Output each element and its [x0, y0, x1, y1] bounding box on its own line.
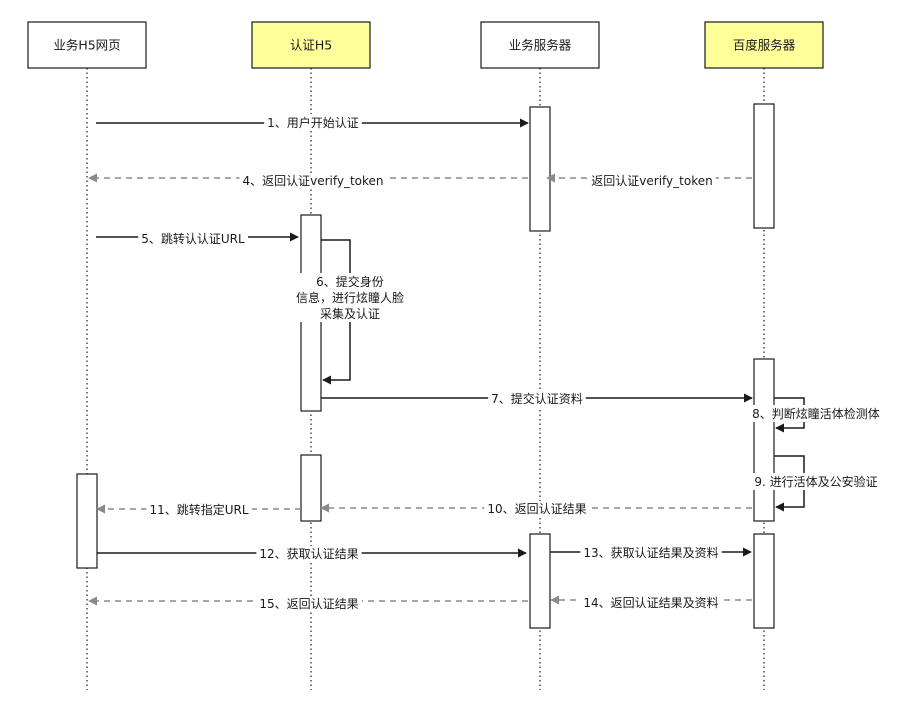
message-label: 6、提交身份信息，进行炫瞳人脸采集及认证 [296, 274, 404, 321]
message-label-bg [264, 114, 362, 131]
message-label-bg [256, 546, 362, 562]
participant-rect [480, 21, 600, 69]
message-label-group: 14、返回认证结果及资料 [580, 595, 722, 611]
message-label-group: 11、跳转指定URL [146, 501, 252, 518]
participant-rect [251, 21, 371, 69]
activation-bar [529, 106, 551, 232]
message-label-bg [588, 173, 716, 189]
message-label-bg [580, 595, 722, 611]
message-arrow: 13、获取认证结果及资料 [550, 545, 752, 561]
message-label: 11、跳转指定URL [149, 502, 248, 517]
message-label: 1、用户开始认证 [267, 115, 359, 130]
message-label-bg [292, 273, 408, 322]
message-label-group: 4、返回认证verify_token [239, 173, 387, 189]
message-label-group: 1、用户开始认证 [264, 114, 362, 131]
message-arrow: 7、提交认证资料 [321, 390, 753, 407]
participant-box: 业务服务器 [480, 21, 600, 69]
message-arrow: 8、判断炫瞳活体检测体 [749, 397, 883, 433]
message-label: 14、返回认证结果及资料 [583, 596, 718, 610]
participant-rect [27, 21, 147, 69]
message-label: 返回认证verify_token [591, 174, 712, 188]
message-label-group: 5、跳转认认证URL [138, 230, 249, 247]
participant-box: 百度服务器 [704, 21, 824, 69]
activation-bar [753, 103, 775, 229]
message-arrow: 5、跳转认认证URL [96, 230, 299, 247]
message-label-bg [751, 473, 881, 490]
message-label: 10、返回认证结果 [487, 502, 586, 516]
message-label: 5、跳转认认证URL [141, 231, 245, 246]
activation-bar [529, 533, 551, 629]
message-label: 13、获取认证结果及资料 [583, 546, 718, 560]
message-arrow: 10、返回认证结果 [320, 501, 752, 517]
participant-label: 业务H5网页 [53, 38, 120, 53]
message-label-group: 6、提交身份信息，进行炫瞳人脸采集及认证 [292, 273, 408, 322]
message-label-group: 15、返回认证结果 [256, 596, 362, 612]
message-arrow: 12、获取认证结果 [97, 546, 527, 562]
message-label-bg [749, 405, 883, 422]
participant-box: 认证H5 [251, 21, 371, 69]
message-label-bg [580, 545, 722, 561]
message-label-bg [488, 390, 586, 407]
message-arrow: 14、返回认证结果及资料 [550, 595, 752, 611]
message-arrow: 1、用户开始认证 [96, 114, 529, 131]
participant-rect [704, 21, 824, 69]
message-label: 4、返回认证verify_token [242, 174, 383, 188]
message-arrow: 6、提交身份信息，进行炫瞳人脸采集及认证 [292, 239, 408, 385]
activation-bar [753, 358, 775, 522]
message-label-bg [256, 596, 362, 612]
message-label-bg [138, 230, 249, 247]
message-label-group: 12、获取认证结果 [256, 546, 362, 562]
message-label-group: 7、提交认证资料 [488, 390, 586, 407]
message-label-bg [239, 173, 387, 189]
participant-label: 认证H5 [290, 38, 332, 53]
participant-label: 百度服务器 [733, 38, 796, 53]
message-label: 7、提交认证资料 [491, 391, 583, 406]
message-label: 9. 进行活体及公安验证 [754, 474, 877, 489]
message-arrow: 返回认证verify_token [546, 173, 752, 189]
message-arrow: 4、返回认证verify_token [88, 173, 528, 189]
activation-bar [300, 454, 322, 522]
activation-bar [753, 533, 775, 629]
participant-label: 业务服务器 [509, 38, 572, 53]
activation-bar [76, 473, 98, 569]
message-label-bg [484, 501, 590, 517]
message-label-group: 9. 进行活体及公安验证 [751, 473, 881, 490]
message-label: 12、获取认证结果 [259, 547, 358, 561]
message-label-group: 13、获取认证结果及资料 [580, 545, 722, 561]
message-label-bg [146, 501, 252, 518]
participant-box: 业务H5网页 [27, 21, 147, 69]
message-label-group: 8、判断炫瞳活体检测体 [749, 405, 883, 422]
message-label-group: 10、返回认证结果 [484, 501, 590, 517]
message-label: 8、判断炫瞳活体检测体 [752, 406, 880, 421]
message-label: 15、返回认证结果 [259, 597, 358, 611]
message-label-group: 返回认证verify_token [588, 173, 716, 189]
message-arrow: 15、返回认证结果 [88, 596, 528, 612]
message-arrow: 9. 进行活体及公安验证 [751, 455, 881, 512]
message-arrow: 11、跳转指定URL [96, 501, 301, 518]
